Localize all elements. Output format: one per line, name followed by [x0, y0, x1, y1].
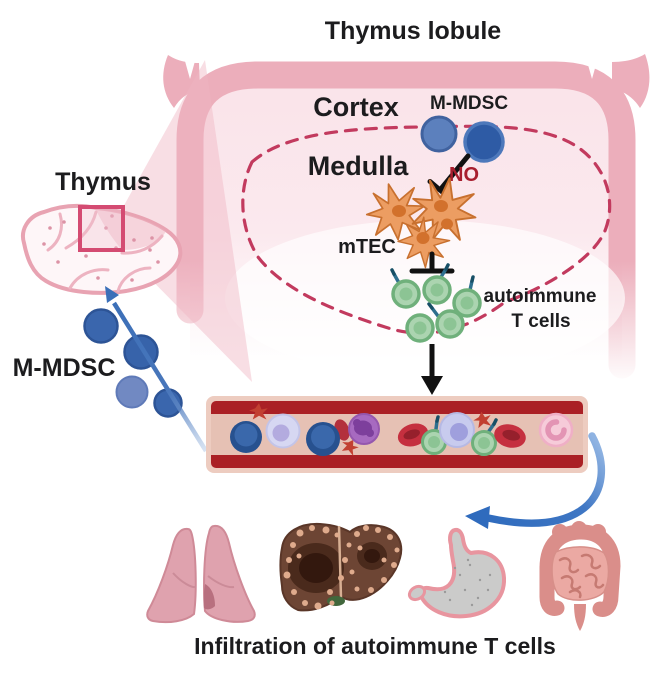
small-intestine: [551, 546, 610, 601]
stomach-icon: [418, 527, 507, 619]
page-title: Thymus lobule: [325, 17, 502, 45]
autoimmune-label-line1: autoimmune: [484, 286, 597, 307]
neutrophil-cell: [538, 412, 574, 448]
mdsc-cell: [463, 121, 505, 163]
mdsc-cell: [83, 308, 119, 344]
infiltration-arrow: [465, 432, 606, 529]
mtec-nuclei: [392, 200, 453, 244]
intestines-icon: [539, 524, 621, 617]
lobule-border: [176, 61, 636, 379]
mmdsc-chain-arrowhead: [105, 286, 119, 303]
vessel-cells: [230, 403, 574, 457]
lymphocyte-cell: [439, 412, 475, 448]
autoimmune-tcell: [422, 275, 452, 305]
red-blood-cell: [494, 424, 526, 448]
lobule-border-flare-right: [612, 54, 650, 108]
medulla-outline: [241, 124, 612, 335]
lungs-icon: [146, 527, 197, 624]
organ-liver: [279, 522, 403, 612]
autoimmune-tcells: [390, 263, 482, 343]
platelet: [341, 439, 359, 457]
lymphocyte-cell: [265, 413, 301, 449]
cortex-label: Cortex: [313, 92, 399, 122]
thymus-shaded-lobe: [96, 210, 166, 250]
autoimmune-tcell: [435, 309, 465, 339]
autoimmune-tcell: [405, 313, 435, 343]
no-label: NO: [449, 164, 479, 186]
autoimmune-tcell: [452, 288, 482, 318]
caption-text: Infiltration of autoimmune T cells: [194, 633, 556, 659]
intestine-coils: [558, 553, 605, 599]
thymus-lobe-lines: [46, 210, 164, 293]
lobule-notch-left: [183, 54, 197, 79]
mmdsc-left-label: M-MDSC: [13, 354, 116, 382]
autoimmune-tcell: [391, 279, 421, 309]
autoimmune-tcell: [421, 415, 447, 455]
thymus-label: Thymus: [55, 168, 151, 196]
mmdsc-chain-arrow-shaft: [112, 301, 208, 453]
mmdsc-chain: [83, 286, 208, 453]
blood-vessel: [206, 396, 588, 473]
liver-spots: [283, 525, 400, 610]
platelet: [473, 411, 492, 429]
autoimmune-label-line2: T cells: [511, 311, 570, 332]
mtec-label: mTEC: [338, 236, 396, 258]
mdsc-cell: [306, 422, 340, 456]
arrow-down-icon: [421, 344, 443, 395]
medulla-label: Medulla: [308, 151, 409, 181]
magnification-cone: [122, 60, 252, 382]
monocyte-cell: [348, 413, 380, 445]
mdsc-cell: [420, 115, 458, 153]
stomach-speckles: [443, 558, 492, 607]
thymus-organ: [21, 203, 183, 295]
tcell-receptors: [390, 263, 475, 318]
autoimmune-tcell: [471, 418, 498, 456]
mmdsc-top-label: M-MDSC: [430, 93, 508, 114]
organ-lungs: [146, 524, 256, 624]
thymus-dots: [42, 214, 160, 282]
organ-stomach: [407, 527, 507, 619]
organ-intestines: [539, 521, 621, 631]
platelet: [249, 403, 268, 420]
mmdsc-cells-top: [420, 115, 505, 163]
magnifier-box: [78, 205, 125, 252]
tcell-bodies: [391, 275, 482, 343]
mdsc-cell: [115, 375, 149, 409]
red-blood-cell: [397, 423, 429, 447]
mdsc-cell: [230, 421, 262, 453]
lobule-notch-right: [585, 54, 599, 79]
